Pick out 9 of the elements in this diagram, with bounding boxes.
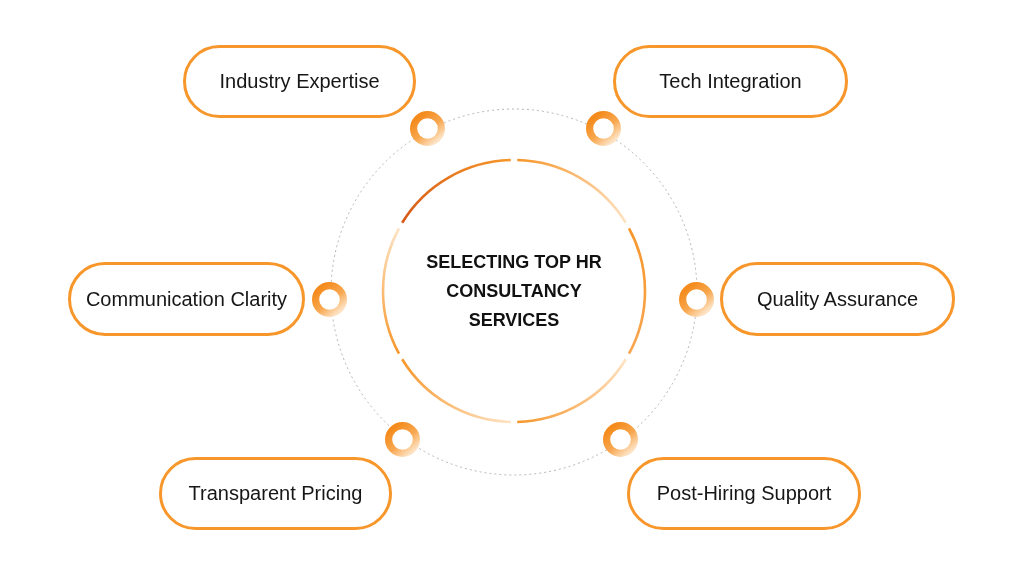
node-label: Industry Expertise xyxy=(219,70,380,93)
node-label: Tech Integration xyxy=(659,70,802,93)
pill-box xyxy=(183,45,416,118)
node-label: Post-Hiring Support xyxy=(656,482,832,505)
pill-box xyxy=(613,45,848,118)
node-label: Quality Assurance xyxy=(756,287,919,311)
node-label: Transparent Pricing xyxy=(188,482,363,505)
node-label: Communication Clarity xyxy=(85,287,288,311)
center-title: SELECTING TOP HR CONSULTANCY SERVICES xyxy=(425,250,603,332)
